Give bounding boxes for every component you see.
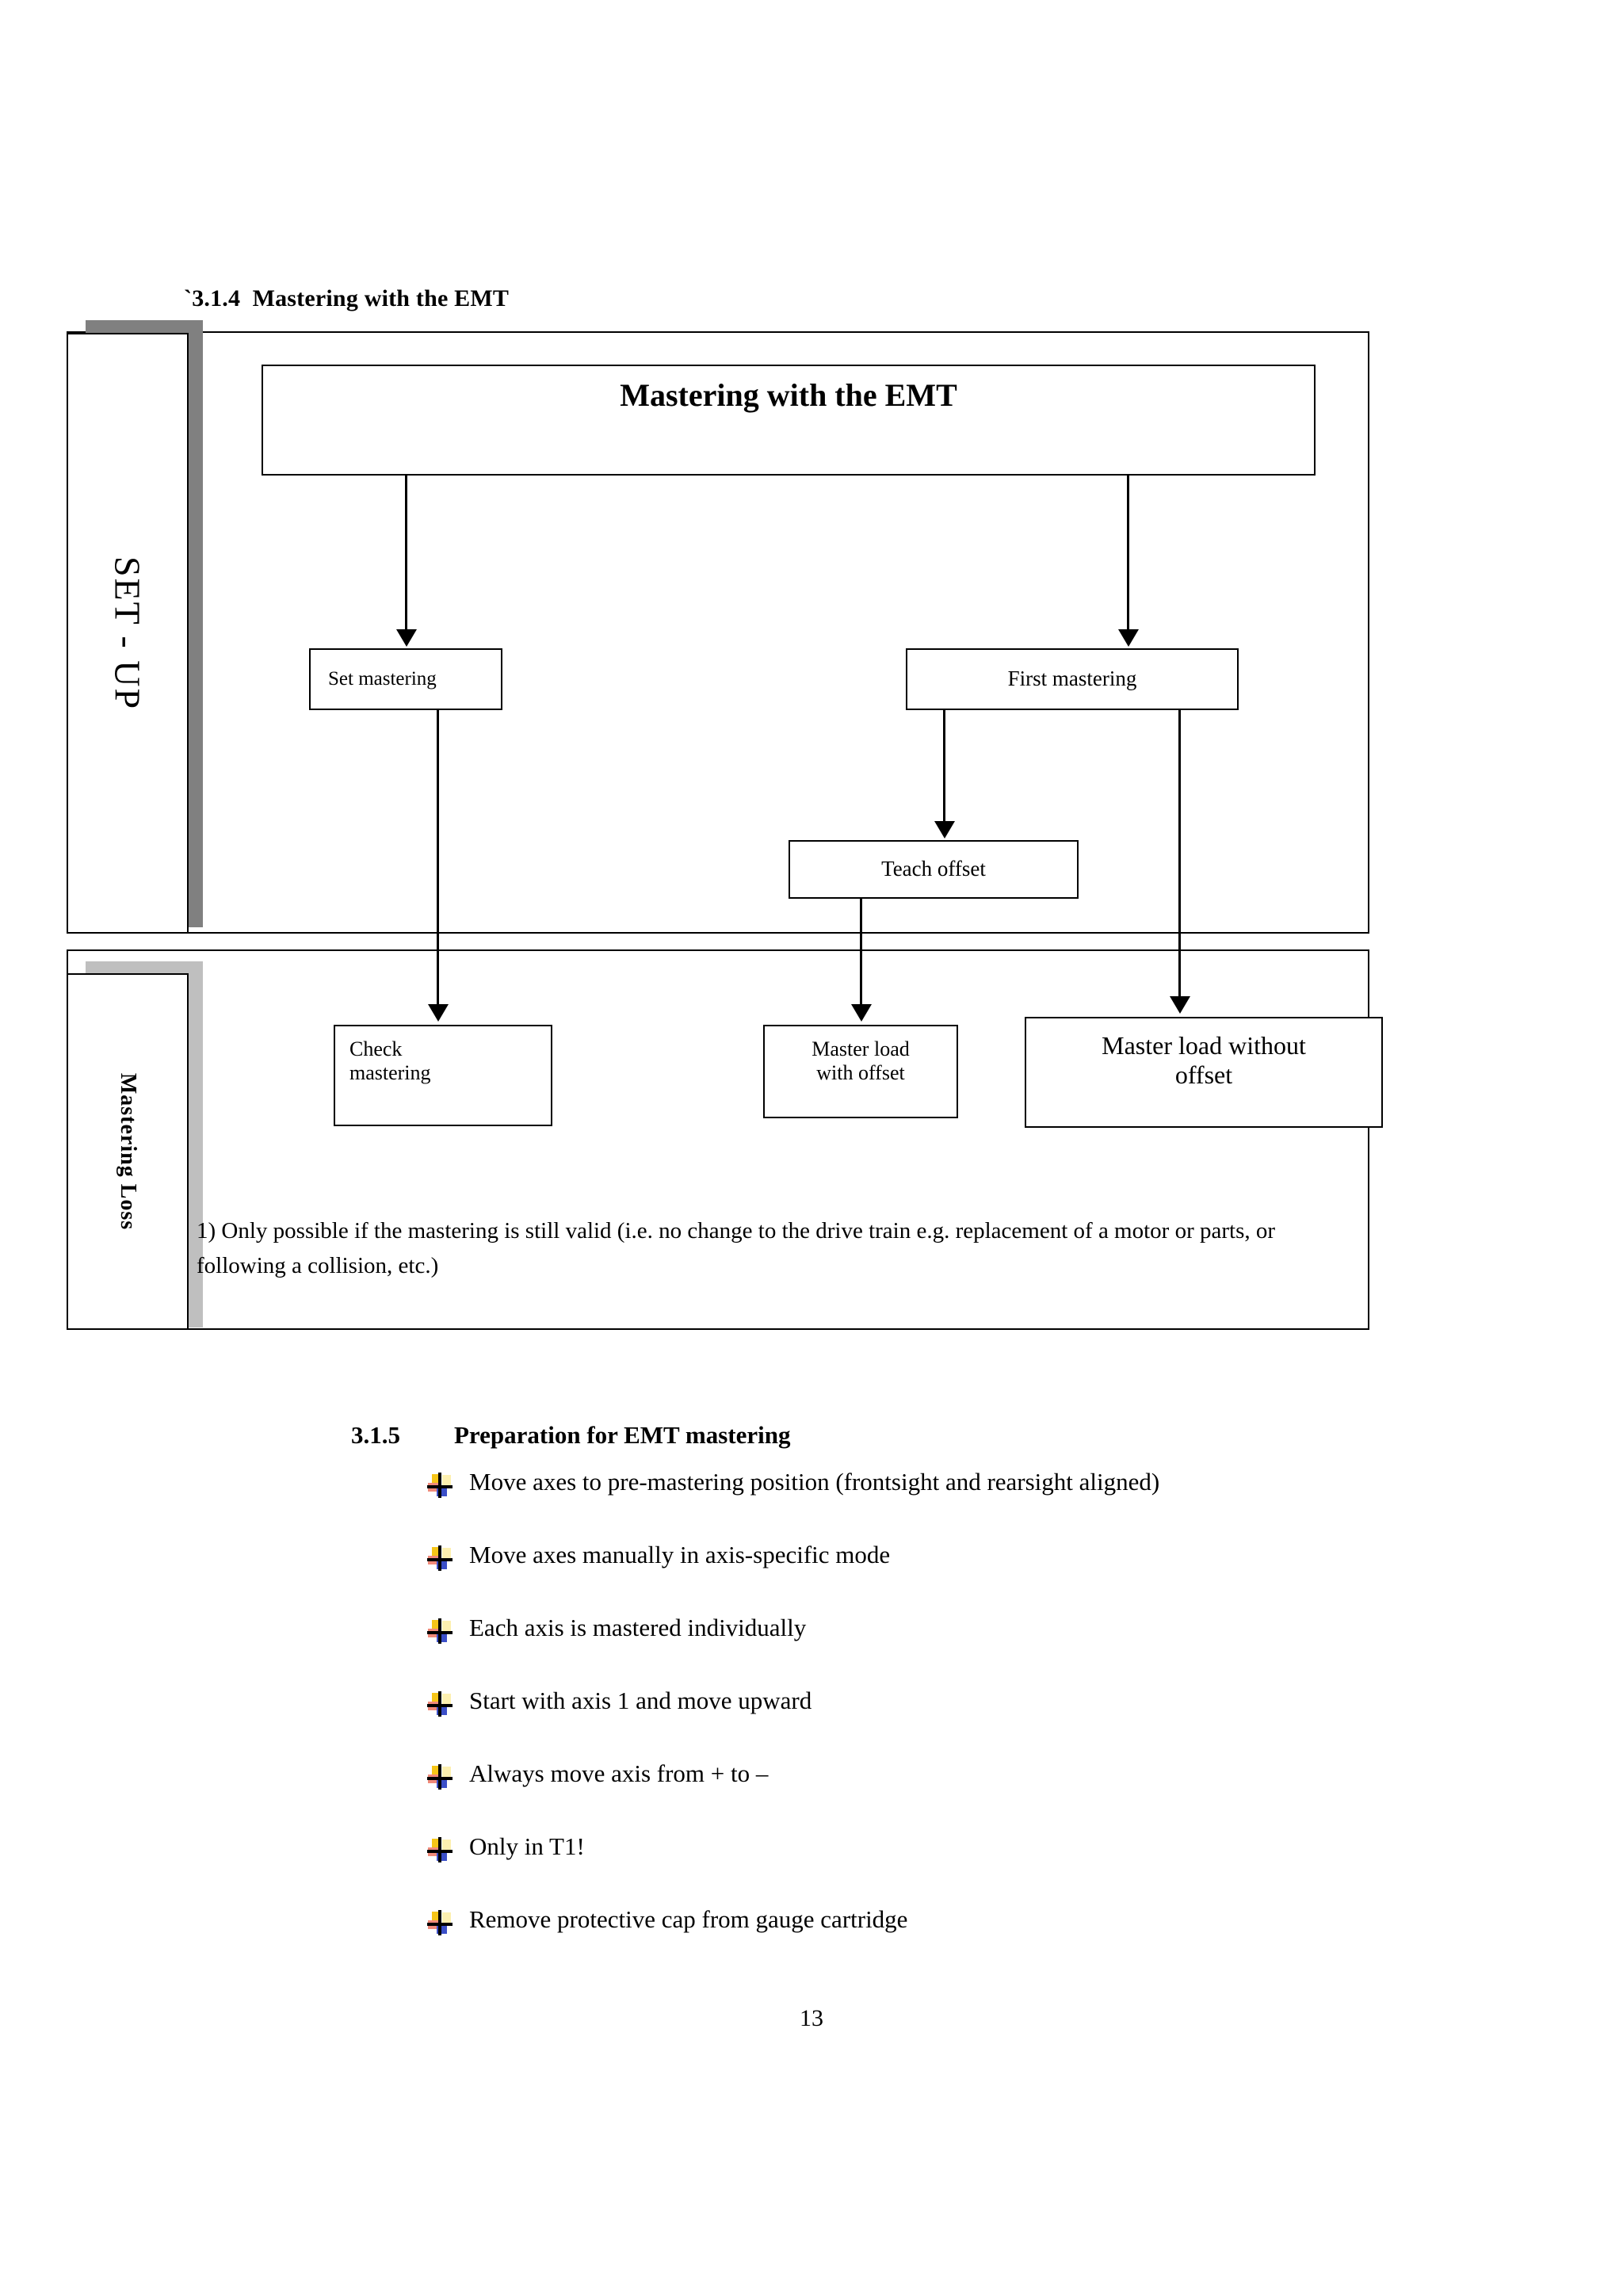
list-item-label: Always move axis from + to – xyxy=(469,1759,769,1787)
connector-set-mastering-to-check-mastering xyxy=(437,710,439,1006)
diagram-panel-mastering-loss xyxy=(67,949,1369,1330)
arrowhead-master-load-without-offset xyxy=(1170,996,1190,1014)
diagram-node-teach-offset-label: Teach offset xyxy=(881,857,986,881)
arrowhead-check-mastering xyxy=(428,1004,449,1022)
pinwheel-bullet-icon xyxy=(427,1764,453,1790)
section-heading-3-1-5-title: Preparation for EMT mastering xyxy=(454,1421,791,1449)
list-item: Move axes to pre-mastering position (fro… xyxy=(427,1468,1537,1541)
diagram-node-master-load-without-offset: Master load without offset xyxy=(1025,1017,1383,1128)
diagram-node-master-load-with-offset: Master load with offset xyxy=(763,1025,958,1118)
pinwheel-bullet-icon xyxy=(427,1473,453,1498)
connector-first-mastering-to-teach-offset xyxy=(943,710,945,823)
pinwheel-bullet-icon xyxy=(427,1618,453,1644)
list-item: Remove protective cap from gauge cartrid… xyxy=(427,1905,1537,1979)
diagram-node-master-load-without-offset-label: Master load without offset xyxy=(1102,1031,1306,1089)
pinwheel-bullet-icon xyxy=(427,1691,453,1717)
diagram-title-text: Mastering with the EMT xyxy=(620,377,957,413)
band-label-setup-text: SET - UP xyxy=(107,556,148,711)
list-item: Only in T1! xyxy=(427,1832,1537,1906)
list-item-label: Move axes to pre-mastering position (fro… xyxy=(469,1468,1160,1496)
diagram-node-master-load-with-offset-label: Master load with offset xyxy=(812,1037,910,1084)
pinwheel-bullet-icon xyxy=(427,1910,453,1935)
diagram-node-set-mastering: Set mastering xyxy=(309,648,502,710)
diagram-footnote: 1) Only possible if the mastering is sti… xyxy=(197,1218,1276,1278)
connector-teach-offset-to-master-load-with-offset xyxy=(860,899,862,1006)
diagram-node-set-mastering-label: Set mastering xyxy=(328,667,437,690)
list-item: Start with axis 1 and move upward xyxy=(427,1687,1537,1760)
connector-title-to-set-mastering-vertical xyxy=(405,476,407,631)
section-heading-3-1-5: 3.1.5 Preparation for EMT mastering xyxy=(327,1392,790,1478)
diagram-node-teach-offset: Teach offset xyxy=(789,840,1079,899)
diagram-node-check-mastering-label: Check mastering xyxy=(349,1037,431,1084)
band-label-mastering-loss-text: Mastering Loss xyxy=(116,1072,140,1231)
pinwheel-bullet-icon xyxy=(427,1837,453,1862)
arrowhead-set-mastering xyxy=(396,629,417,647)
connector-title-to-first-mastering-vertical xyxy=(1127,476,1129,631)
band-label-mastering-loss: Mastering Loss xyxy=(67,973,189,1330)
list-item-label: Remove protective cap from gauge cartrid… xyxy=(469,1905,908,1933)
list-item: Move axes manually in axis-specific mode xyxy=(427,1541,1537,1614)
pinwheel-bullet-icon xyxy=(427,1545,453,1571)
page-number: 13 xyxy=(800,2005,823,2031)
section-heading-3-1-4: `3.1.4 Mastering with the EMT xyxy=(184,285,510,311)
arrowhead-teach-offset xyxy=(934,821,955,839)
diagram-node-check-mastering: Check mastering xyxy=(334,1025,552,1126)
diagram-node-first-mastering-label: First mastering xyxy=(1007,667,1137,691)
list-item-label: Start with axis 1 and move upward xyxy=(469,1687,812,1714)
diagram-node-first-mastering: First mastering xyxy=(906,648,1239,710)
arrowhead-first-mastering xyxy=(1118,629,1139,647)
arrowhead-master-load-with-offset xyxy=(851,1004,872,1022)
list-item: Each axis is mastered individually xyxy=(427,1614,1537,1687)
band-label-setup: SET - UP xyxy=(67,333,189,934)
diagram-node-title: Mastering with the EMT xyxy=(262,365,1316,476)
list-item-label: Only in T1! xyxy=(469,1832,585,1860)
list-item-label: Move axes manually in axis-specific mode xyxy=(469,1541,891,1568)
preparation-bullet-list: Move axes to pre-mastering position (fro… xyxy=(427,1468,1537,1979)
connector-first-mastering-to-master-load-without-offset xyxy=(1178,710,1181,998)
section-heading-3-1-5-number: 3.1.5 xyxy=(351,1421,400,1449)
list-item-label: Each axis is mastered individually xyxy=(469,1614,807,1641)
list-item: Always move axis from + to – xyxy=(427,1759,1537,1833)
